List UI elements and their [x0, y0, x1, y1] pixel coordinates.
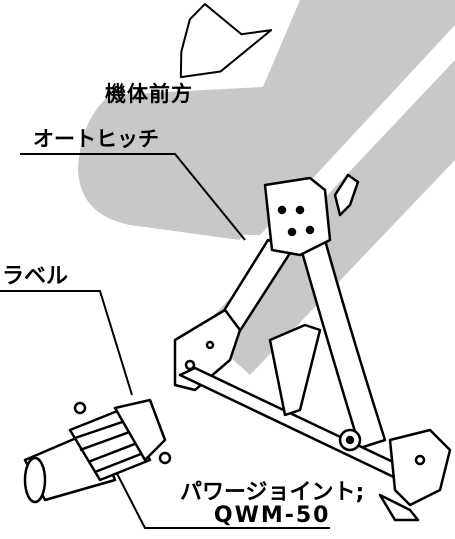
auto-hitch	[173, 173, 452, 522]
auto-hitch-leader	[20, 153, 246, 241]
watermark	[78, 0, 455, 375]
leader-lines	[0, 153, 330, 529]
power-joint-leader	[109, 459, 330, 529]
arrow-icon	[179, 3, 273, 79]
label-callout: ラベル	[2, 264, 69, 289]
front-direction-label: 機体前方	[105, 82, 193, 106]
auto-hitch-label: オートヒッチ	[33, 127, 159, 151]
power-joint-label: パワージョイント; QWM-50	[180, 482, 364, 527]
power-joint-model: QWM-50	[213, 503, 331, 528]
label-leader	[0, 290, 133, 396]
power-joint-name: パワージョイント;	[180, 480, 365, 505]
power-joint	[23, 398, 172, 504]
